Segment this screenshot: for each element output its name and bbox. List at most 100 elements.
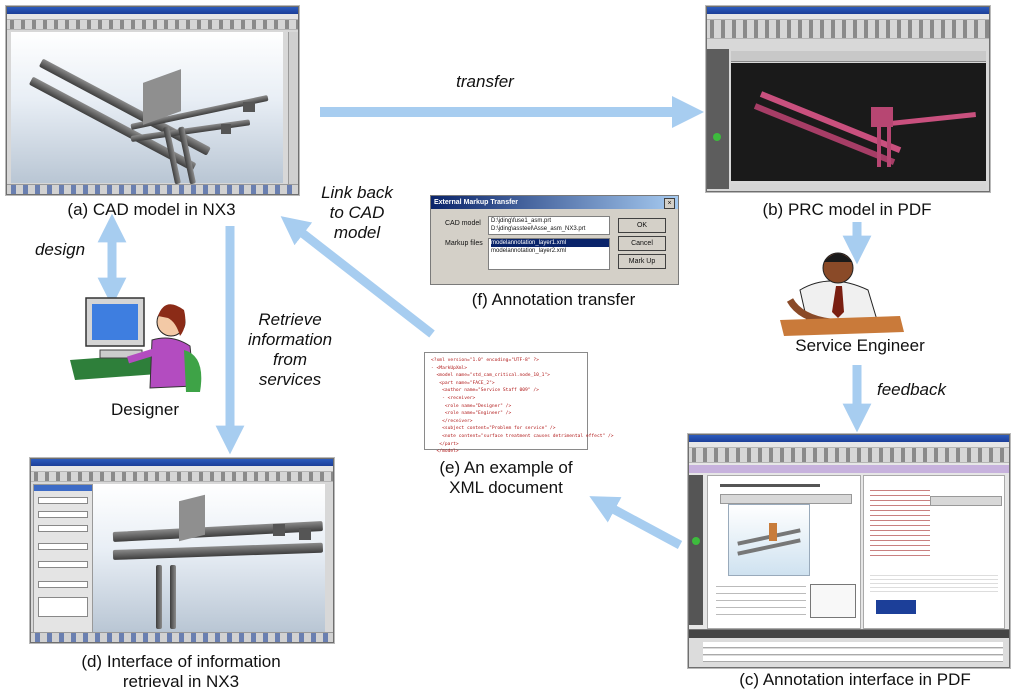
- desk-surface: [780, 316, 904, 336]
- panel-text-area[interactable]: [38, 597, 88, 617]
- window-title-bar: [689, 435, 1009, 442]
- cad-bracket: [221, 124, 231, 134]
- annotation-to-xml-arrow: [589, 496, 683, 549]
- cad-bracket: [243, 102, 255, 112]
- cad-model-field[interactable]: D:\jding\fuse1_asm.prt D:\jding\assteel\…: [488, 216, 610, 235]
- feedback-label: feedback: [877, 380, 946, 399]
- markup-files-label: Markup files: [445, 240, 483, 247]
- markup-files-list[interactable]: modelannotation_layer1.xml modelannotati…: [488, 238, 610, 270]
- xml-line: </part>: [431, 441, 459, 447]
- xml-line: <note content="surface treatment causes …: [431, 433, 614, 439]
- attachment-row[interactable]: [703, 642, 1003, 648]
- caption-b: (b) PRC model in PDF: [762, 200, 932, 219]
- link-back-arrow: [280, 216, 435, 338]
- page-heading-placeholder: [720, 484, 820, 487]
- cad-leg: [156, 565, 162, 629]
- cad-bracket: [273, 524, 285, 536]
- xml-line: </model>: [431, 449, 459, 455]
- panel-field[interactable]: [38, 511, 88, 518]
- link-back-label-line-3: model: [333, 223, 381, 242]
- panel-field[interactable]: [38, 543, 88, 550]
- retrieve-label-line-2: information: [247, 330, 333, 349]
- attachments-panel: [689, 629, 1009, 667]
- panel-header: [34, 485, 92, 491]
- nx3-viewport: [93, 484, 325, 632]
- toolbar: [7, 20, 298, 30]
- panel-field[interactable]: [38, 525, 88, 532]
- caption-c: (c) Annotation interface in PDF: [739, 670, 971, 689]
- external-markup-transfer-dialog: External Markup Transfer × CAD model D:\…: [430, 195, 679, 285]
- panel-field[interactable]: [38, 561, 88, 568]
- xml-line: <author name="Service Staff 009" />: [431, 388, 539, 394]
- caption-a: (a) CAD model in NX3: [67, 200, 236, 219]
- retrieve-label-line-4: services: [258, 370, 322, 389]
- designer-label: Designer: [110, 400, 180, 419]
- link-back-label: Link back to CAD model: [312, 183, 402, 243]
- window-title-bar: [707, 7, 989, 14]
- nx3-viewport: [11, 32, 283, 185]
- menu-bar: [7, 14, 298, 20]
- menu-bar: [707, 14, 989, 20]
- acrobat-annotation-window: [688, 434, 1010, 668]
- acrobat-sidebar: [689, 475, 703, 625]
- panel-field[interactable]: [38, 497, 88, 504]
- status-bar: [7, 184, 298, 194]
- green-circle-icon: [692, 537, 700, 545]
- caption-d-line-1: (d) Interface of information: [81, 652, 281, 671]
- link-back-label-line-2: to CAD: [329, 203, 385, 222]
- cad-leg: [170, 565, 176, 629]
- xml-line: <role name="Designer" />: [431, 403, 512, 409]
- xml-line: - <MarkUpXml>: [431, 365, 467, 371]
- toolbar: [31, 472, 333, 482]
- 3d-toolbar: [731, 51, 986, 62]
- xml-line: <subject content="Problem for service" /…: [431, 426, 556, 432]
- engineer-hair: [824, 253, 852, 262]
- pdf-page-left: [707, 475, 861, 629]
- retrieve-label-line-1: Retrieve: [258, 310, 322, 329]
- cad-model-value-1: D:\jding\fuse1_asm.prt: [491, 218, 552, 224]
- designer-arm: [126, 348, 156, 364]
- engineer-tie: [832, 286, 844, 318]
- menu-bar: [689, 442, 1009, 448]
- design-label: design: [34, 240, 86, 259]
- xml-line: <role name="Engineer" />: [431, 411, 512, 417]
- window-title-bar: [7, 7, 298, 14]
- link-back-label-line-1: Link back: [321, 183, 393, 202]
- model-plate: [769, 523, 777, 541]
- embedded-3d-view: [728, 504, 810, 576]
- markup-file-item[interactable]: modelannotation_layer2.xml: [491, 248, 567, 254]
- retrieve-label: Retrieve information from services: [236, 310, 344, 390]
- menu-bar: [31, 466, 333, 472]
- attachment-row[interactable]: [703, 649, 1003, 655]
- xml-document: <?xml version="1.0" encoding="UTF-8" ?> …: [424, 352, 614, 454]
- cancel-button[interactable]: Cancel: [618, 236, 666, 251]
- cad-frame-beam: [112, 542, 324, 560]
- right-toolbar: [288, 32, 298, 184]
- markup-file-item-selected[interactable]: modelannotation_layer1.xml: [491, 239, 609, 247]
- prc-model-leg: [877, 125, 881, 167]
- caption-e-line-1: (e) An example of: [439, 458, 573, 477]
- window-title-bar: [31, 459, 333, 466]
- panel-field[interactable]: [38, 581, 88, 588]
- mark-up-button[interactable]: Mark Up: [618, 254, 666, 269]
- attachment-row[interactable]: [703, 656, 1003, 662]
- caption-d-line-2: retrieval in NX3: [122, 672, 240, 691]
- xml-line: - <receiver>: [431, 395, 476, 401]
- ok-button[interactable]: OK: [618, 218, 666, 233]
- text-block: [870, 572, 998, 592]
- status-bar: [31, 632, 333, 642]
- prc-3d-view: [731, 63, 986, 181]
- annotation-note-box[interactable]: [810, 584, 856, 618]
- cad-plate: [179, 494, 205, 542]
- toolbar: [689, 448, 1009, 463]
- annotation-form[interactable]: [716, 580, 806, 620]
- 3d-toolbar: [720, 494, 852, 504]
- close-icon[interactable]: ×: [664, 198, 675, 209]
- xml-line: <part name="FACE_2">: [431, 380, 495, 386]
- nx3-cad-window: [6, 6, 299, 195]
- retrieve-label-line-3: from: [273, 350, 307, 369]
- monitor-screen: [92, 304, 138, 340]
- status-bar: [731, 184, 986, 191]
